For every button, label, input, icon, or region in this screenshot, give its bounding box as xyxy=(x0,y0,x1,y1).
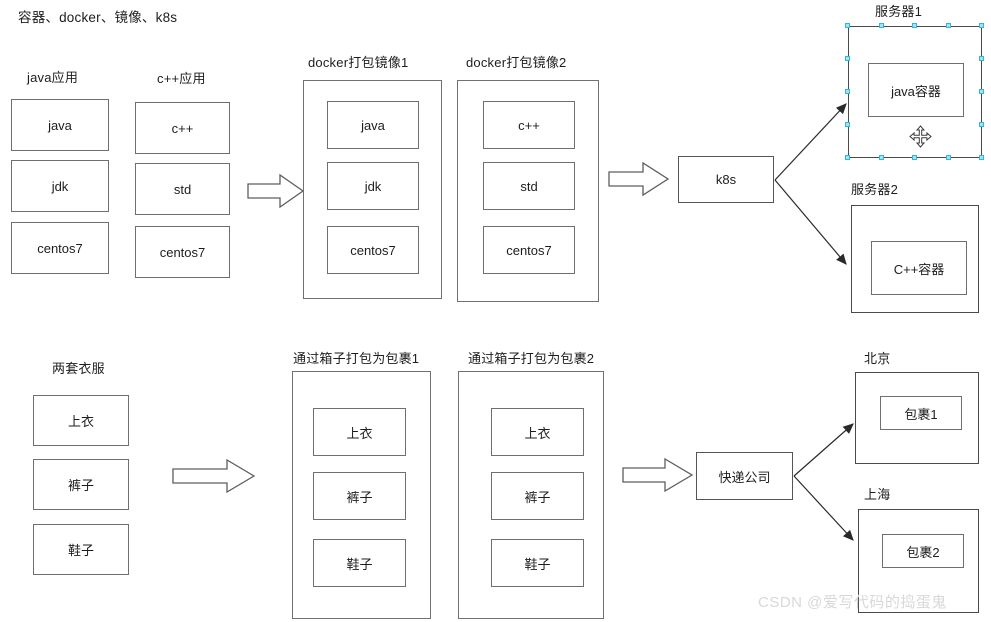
package1-item-pants-text: 裤子 xyxy=(346,489,373,505)
selection-handle-e3[interactable] xyxy=(979,122,984,127)
server2-label: 服务器2 xyxy=(851,182,899,197)
package2-item-pants-text: 裤子 xyxy=(524,489,551,505)
connector-courier-to-beijing xyxy=(793,418,863,480)
server1-container-java-text: java容器 xyxy=(891,83,941,99)
docker-image1-layer-centos7: centos7 xyxy=(327,226,419,274)
java-app-layer-centos7: centos7 xyxy=(11,222,109,274)
connector-k8s-to-server1 xyxy=(774,85,859,195)
package1-item-shoes: 鞋子 xyxy=(313,539,406,587)
selection-handle-s3[interactable] xyxy=(946,155,951,160)
docker-image1-layer-java: java xyxy=(327,101,419,149)
java-app-layer-jdk-text: jdk xyxy=(51,178,69,194)
top-block-arrow-right-1-icon xyxy=(247,172,305,210)
shanghai-label: 上海 xyxy=(864,487,891,502)
java-app-layer-jdk: jdk xyxy=(11,160,109,212)
package1-label: 通过箱子打包为包裹1 xyxy=(293,351,420,366)
connector-courier-to-shanghai xyxy=(793,475,863,548)
server1-label: 服务器1 xyxy=(875,4,923,19)
docker-image1-layer-jdk: jdk xyxy=(327,162,419,210)
clothes-label: 两套衣服 xyxy=(52,361,105,376)
package2-item-shoes: 鞋子 xyxy=(491,539,584,587)
selection-handle-nw[interactable] xyxy=(845,23,850,28)
beijing-parcel-text: 包裹1 xyxy=(904,406,938,422)
package2-item-shirt: 上衣 xyxy=(491,408,584,456)
cpp-app-layer-centos7-text: centos7 xyxy=(159,244,206,260)
k8s-box-text: k8s xyxy=(715,172,737,187)
docker-image2-label: docker打包镜像2 xyxy=(466,55,567,70)
selection-handle-e1[interactable] xyxy=(979,56,984,61)
cpp-app-layer-std-text: std xyxy=(173,181,192,197)
java-app-layer-java: java xyxy=(11,99,109,151)
courier-box: 快递公司 xyxy=(696,452,793,500)
selection-handle-n1[interactable] xyxy=(879,23,884,28)
package2-item-shoes-text: 鞋子 xyxy=(524,556,551,572)
docker-image1-layer-jdk-text: jdk xyxy=(364,178,382,194)
package1-item-shirt: 上衣 xyxy=(313,408,406,456)
selection-handle-ne[interactable] xyxy=(979,23,984,28)
connector-k8s-to-server2 xyxy=(774,179,859,280)
java-app-layer-centos7-text: centos7 xyxy=(37,240,83,256)
shanghai-parcel-text: 包裹2 xyxy=(906,544,940,560)
selection-handle-s2[interactable] xyxy=(912,155,917,160)
server2-container-cpp-text: C++容器 xyxy=(893,261,945,277)
package2-label: 通过箱子打包为包裹2 xyxy=(468,351,595,366)
clothes-item-pants-text: 裤子 xyxy=(67,478,94,493)
java-app-layer-java-text: java xyxy=(48,117,72,133)
csdn-watermark: CSDN @爱写代码的捣蛋鬼 xyxy=(758,594,947,611)
move-cursor-icon xyxy=(909,125,932,148)
cpp-app-label: c++应用 xyxy=(157,71,206,86)
clothes-item-pants: 裤子 xyxy=(33,459,129,510)
docker-image2-layer-std: std xyxy=(483,162,575,210)
selection-handle-s1[interactable] xyxy=(879,155,884,160)
docker-image2-layer-centos7: centos7 xyxy=(483,226,575,274)
courier-box-text: 快递公司 xyxy=(718,469,771,485)
docker-image1-label: docker打包镜像1 xyxy=(308,55,409,70)
bottom-block-arrow-right-1-icon xyxy=(172,458,256,494)
docker-image1-layer-centos7-text: centos7 xyxy=(350,242,396,258)
docker-image2-layer-cpp: c++ xyxy=(483,101,575,149)
shanghai-parcel: 包裹2 xyxy=(882,534,964,568)
selection-handle-e2[interactable] xyxy=(979,89,984,94)
page-title: 容器、docker、镜像、k8s xyxy=(18,10,178,25)
k8s-box: k8s xyxy=(678,156,774,203)
selection-handle-se[interactable] xyxy=(979,155,984,160)
selection-handle-n3[interactable] xyxy=(946,23,951,28)
docker-image1-layer-java-text: java xyxy=(361,117,385,133)
bottom-block-arrow-right-2-icon xyxy=(622,457,694,493)
java-app-label: java应用 xyxy=(27,70,79,85)
selection-handle-w2[interactable] xyxy=(845,89,850,94)
clothes-item-shoes-text: 鞋子 xyxy=(67,543,94,558)
selection-handle-sw[interactable] xyxy=(845,155,850,160)
clothes-item-shirt: 上衣 xyxy=(33,395,129,446)
server1-container-java: java容器 xyxy=(868,63,964,117)
package1-item-pants: 裤子 xyxy=(313,472,406,520)
docker-image2-layer-cpp-text: c++ xyxy=(518,117,540,133)
cpp-app-layer-cpp-text: c++ xyxy=(171,120,194,136)
beijing-label: 北京 xyxy=(864,351,891,366)
top-block-arrow-right-2-icon xyxy=(608,160,670,198)
beijing-parcel: 包裹1 xyxy=(880,396,962,430)
docker-image2-layer-std-text: std xyxy=(520,178,538,194)
package2-item-pants: 裤子 xyxy=(491,472,584,520)
package1-item-shoes-text: 鞋子 xyxy=(346,556,373,572)
package2-item-shirt-text: 上衣 xyxy=(524,425,551,441)
selection-handle-w1[interactable] xyxy=(845,56,850,61)
selection-handle-n2[interactable] xyxy=(912,23,917,28)
package1-item-shirt-text: 上衣 xyxy=(346,425,373,441)
cpp-app-layer-cpp: c++ xyxy=(135,102,230,154)
cpp-app-layer-std: std xyxy=(135,163,230,215)
selection-handle-w3[interactable] xyxy=(845,122,850,127)
cpp-app-layer-centos7: centos7 xyxy=(135,226,230,278)
clothes-item-shoes: 鞋子 xyxy=(33,524,129,575)
server2-container-cpp: C++容器 xyxy=(871,241,967,295)
docker-image2-layer-centos7-text: centos7 xyxy=(506,242,552,258)
clothes-item-shirt-text: 上衣 xyxy=(67,414,94,429)
